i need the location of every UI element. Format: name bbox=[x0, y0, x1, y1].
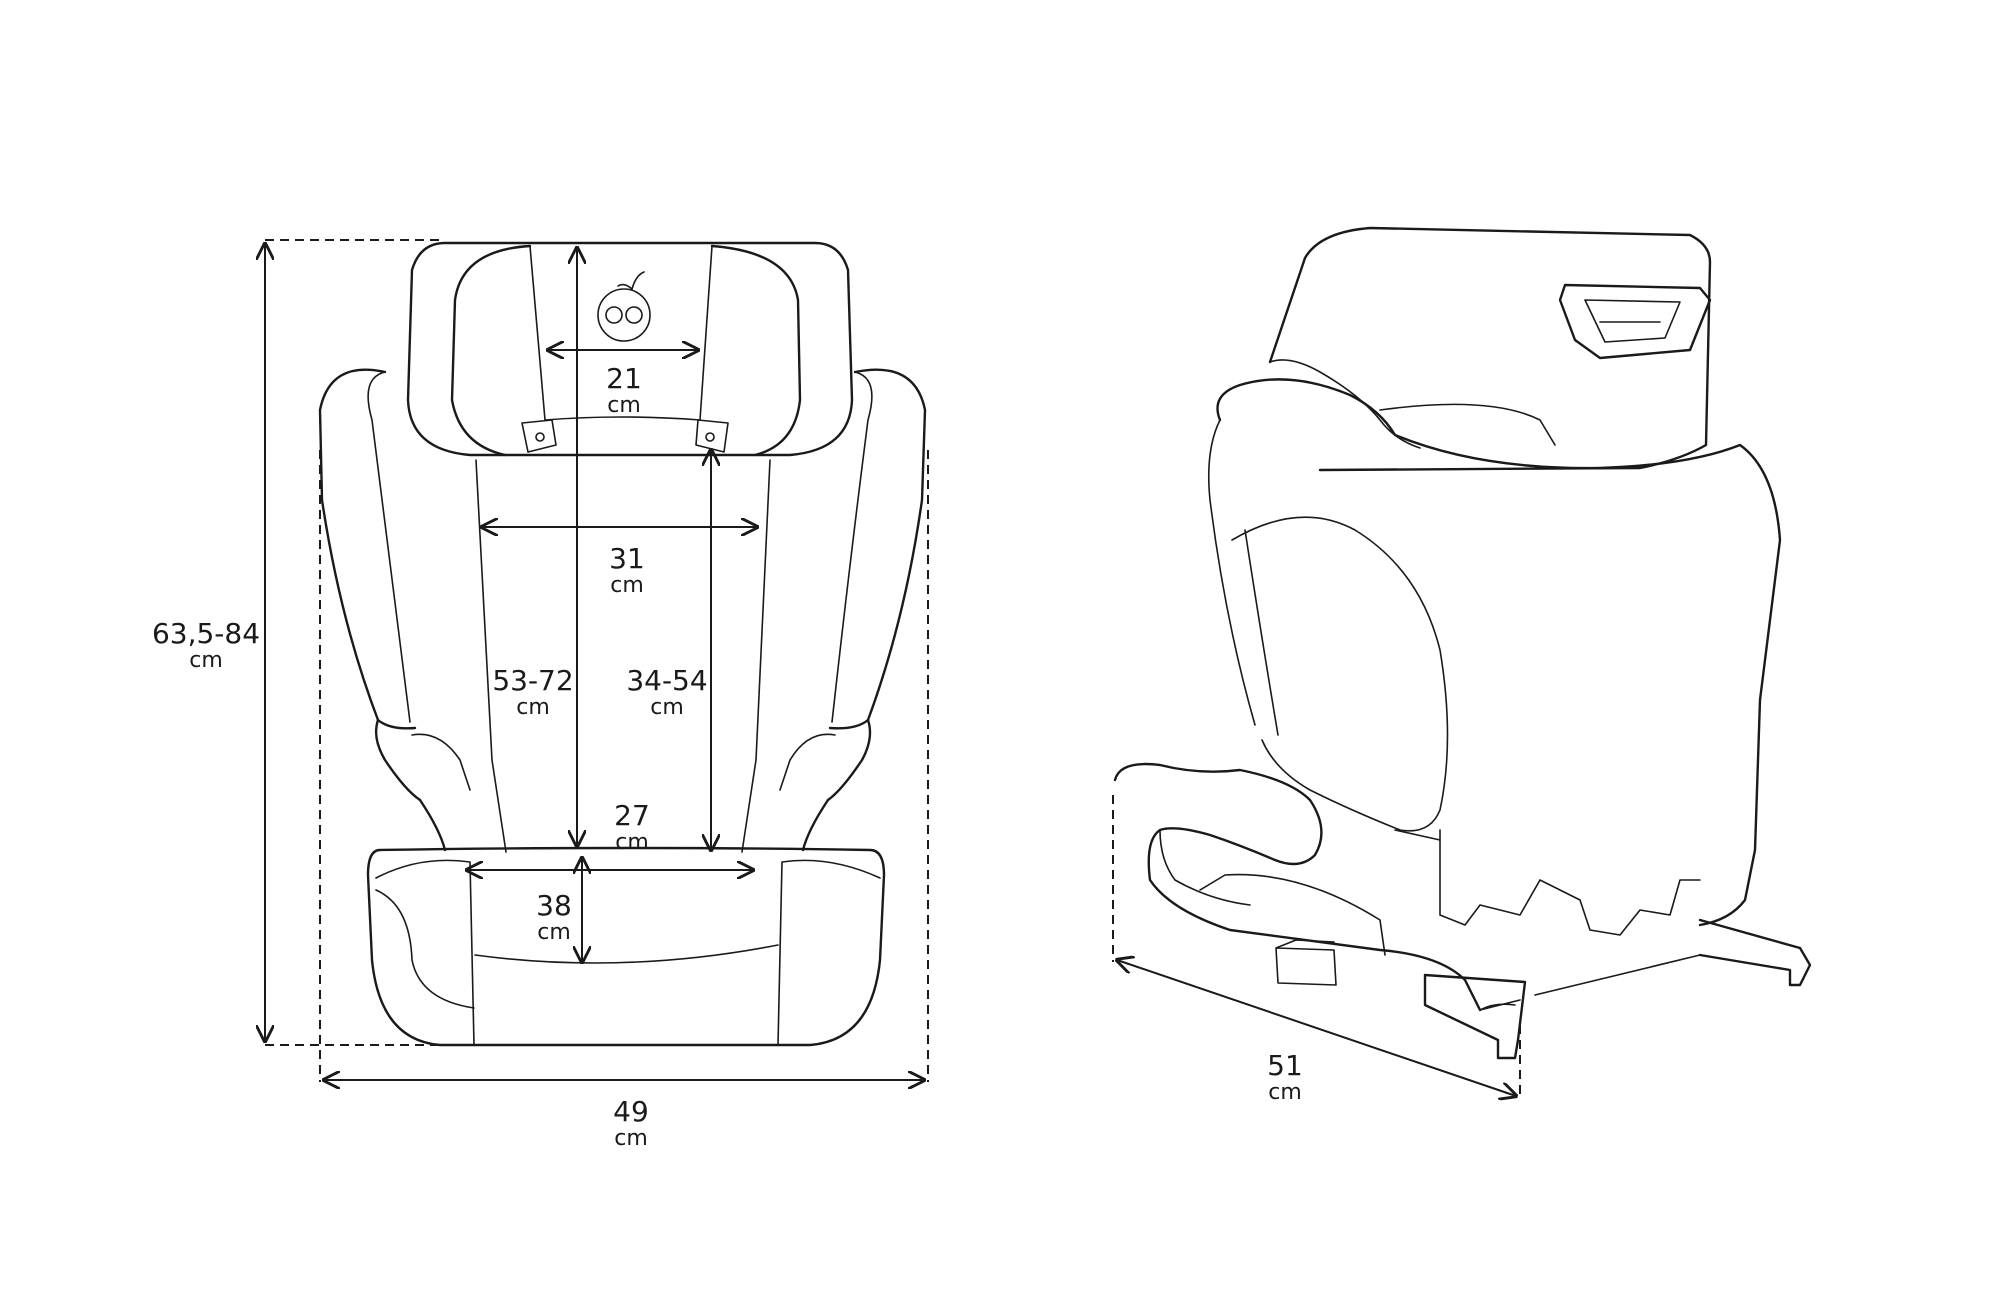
total-height-label: 63,5-84 cm bbox=[151, 617, 261, 673]
side-base bbox=[1113, 762, 1482, 1012]
back-height-label: 53-72 cm bbox=[492, 664, 574, 720]
backrest-left-side bbox=[318, 368, 417, 730]
headrest-right-wing bbox=[710, 244, 802, 457]
side-dimension-lines bbox=[1112, 795, 1521, 1096]
depth-label: 51 cm bbox=[1267, 1049, 1303, 1105]
side-headrest bbox=[1268, 226, 1712, 472]
headrest bbox=[406, 241, 854, 457]
backrest-center-panel bbox=[475, 459, 771, 853]
left-belt-guide bbox=[521, 419, 557, 453]
side-button bbox=[1275, 939, 1337, 986]
shoulder-height-label: 34-54 cm bbox=[626, 664, 708, 720]
headrest-width-label: 21 cm bbox=[606, 362, 642, 418]
front-dimension-lines bbox=[265, 239, 929, 1082]
side-backrest-shell bbox=[1216, 378, 1782, 927]
owl-logo-icon bbox=[597, 271, 651, 342]
headrest-left-wing bbox=[450, 244, 532, 457]
side-handle bbox=[1558, 283, 1712, 360]
isofix-connector-front bbox=[1423, 973, 1527, 1060]
seat-depth-label: 38 cm bbox=[536, 889, 572, 945]
backrest-right-side bbox=[828, 368, 927, 730]
back-width-label: 31 cm bbox=[609, 542, 645, 598]
isofix-connector-rear bbox=[1698, 918, 1812, 987]
guide-dot-right bbox=[705, 432, 715, 442]
side-view-seat bbox=[1113, 226, 1812, 1060]
right-belt-guide bbox=[695, 419, 729, 453]
total-width-label: 49 cm bbox=[613, 1095, 649, 1151]
seat-cushion bbox=[366, 846, 886, 1047]
seat-width-label: 27 cm bbox=[614, 799, 650, 855]
guide-dot-left bbox=[535, 432, 545, 442]
